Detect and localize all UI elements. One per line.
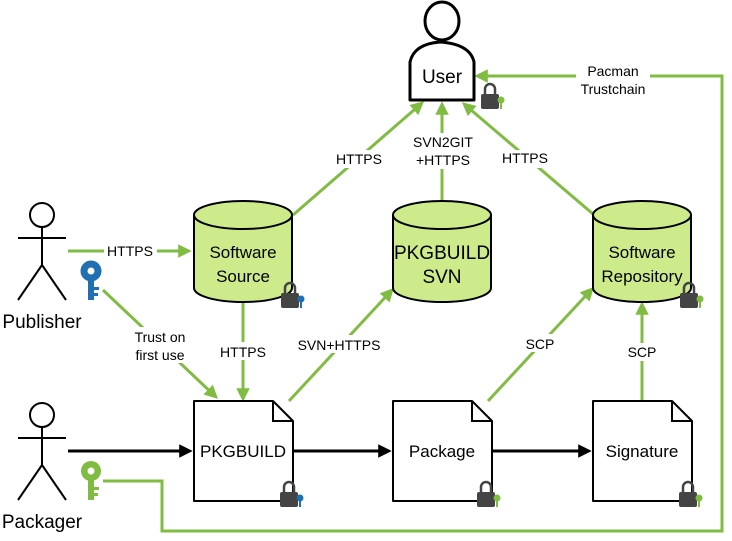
svg-text:first use: first use — [135, 347, 184, 363]
publisher-actor — [17, 202, 67, 301]
edge-pacman-trustchain — [103, 69, 724, 533]
svg-text:HTTPS: HTTPS — [220, 344, 266, 360]
svg-text:HTTPS: HTTPS — [107, 243, 153, 259]
green-key-icon — [81, 461, 101, 500]
edge-label-svn-https: SVN+HTTPS — [290, 335, 386, 353]
svg-text:HTTPS: HTTPS — [336, 151, 382, 167]
pkgbuild-node: PKGBUILD — [193, 400, 294, 502]
package-key-icon — [493, 494, 501, 507]
svg-text:Trustchain: Trustchain — [581, 81, 646, 97]
edge-label-signature-scp: SCP — [623, 343, 661, 361]
software-repository-node: Software Repository — [592, 200, 692, 303]
packager-actor — [17, 402, 67, 501]
edge-label-package-scp: SCP — [521, 334, 559, 352]
edge-label-repo-user-https: HTTPS — [498, 150, 552, 168]
user-actor: User — [408, 0, 476, 102]
svg-text:SCP: SCP — [628, 344, 657, 360]
svg-text:Source: Source — [216, 267, 270, 286]
svg-text:Software: Software — [209, 243, 276, 262]
blue-key-icon — [80, 260, 102, 300]
user-lock-icon — [479, 82, 501, 111]
svg-text:SCP: SCP — [526, 336, 555, 352]
software-repository-key-icon — [696, 295, 704, 308]
packager-label: Packager — [2, 512, 83, 533]
edge-label-svn2git: SVN2GIT +HTTPS — [407, 133, 479, 169]
svg-text:SVN: SVN — [422, 267, 461, 288]
svg-text:Signature: Signature — [606, 442, 679, 461]
svg-text:Repository: Repository — [601, 267, 683, 286]
svg-text:HTTPS: HTTPS — [502, 150, 548, 166]
edge-label-publisher-https: HTTPS — [104, 242, 157, 260]
svg-text:Package: Package — [409, 442, 475, 461]
pkgbuild-svn-node: PKGBUILD SVN — [392, 200, 492, 303]
user-label: User — [422, 67, 463, 88]
software-source-node: Software Source — [193, 200, 293, 303]
user-key-icon — [497, 96, 505, 109]
svg-text:Software: Software — [608, 243, 675, 262]
svg-text:SVN2GIT: SVN2GIT — [413, 134, 473, 150]
edge-label-source-user-https: HTTPS — [332, 150, 386, 168]
software-source-key-icon — [297, 295, 305, 308]
svg-text:+HTTPS: +HTTPS — [416, 152, 470, 168]
svg-text:Trust on: Trust on — [135, 329, 186, 345]
pkgbuild-key-icon — [296, 494, 304, 507]
svg-text:Pacman: Pacman — [587, 63, 638, 79]
edge-label-source-pkgbuild-https: HTTPS — [216, 342, 270, 360]
svg-text:PKGBUILD: PKGBUILD — [200, 442, 286, 461]
publisher-label: Publisher — [2, 312, 82, 333]
svg-text:SVN+HTTPS: SVN+HTTPS — [298, 337, 381, 353]
svg-text:PKGBUILD: PKGBUILD — [394, 243, 490, 264]
package-node: Package — [392, 400, 493, 502]
edge-label-pacman: Pacman Trustchain — [576, 62, 650, 98]
signature-node: Signature — [592, 400, 693, 502]
edge-label-trust: Trust on first use — [124, 327, 196, 363]
signature-key-icon — [695, 494, 703, 507]
